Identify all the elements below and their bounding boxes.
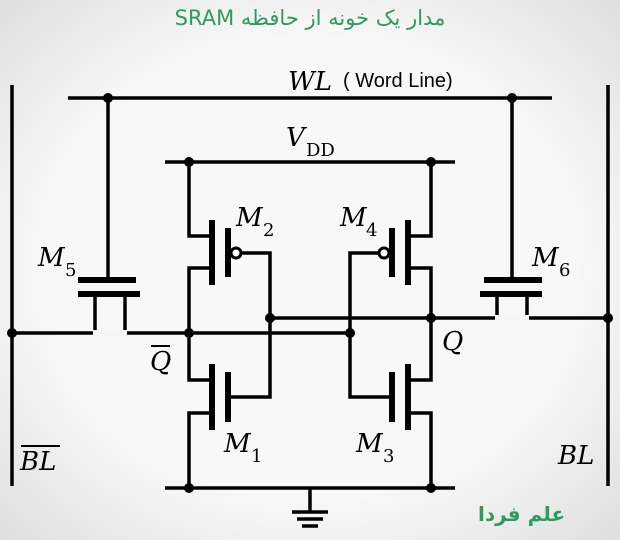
wl-label: WL [288, 67, 332, 97]
m4-label: M [339, 203, 368, 233]
m2-label: M [235, 203, 264, 233]
m2-sub: 2 [263, 220, 274, 241]
q-label: Q [442, 327, 463, 357]
vdd-label: V [286, 123, 307, 153]
m6-sub: 6 [559, 260, 570, 281]
diagram-title: مدار یک خونه از حافظه SRAM [174, 6, 446, 30]
vdd-sub: DD [306, 140, 335, 161]
transistor-m5 [78, 98, 140, 333]
junction-dots [7, 93, 613, 493]
ground-icon [292, 488, 328, 528]
bl-label: BL [557, 441, 594, 471]
m6-label: M [531, 243, 560, 273]
m1-label: M [223, 429, 252, 459]
transistor-m2 [187, 162, 272, 399]
qbar-label: Q [150, 347, 171, 377]
logo: علم فردا [478, 502, 566, 526]
transistor-m3 [389, 364, 433, 488]
transistor-m6 [480, 98, 542, 318]
m4-sub: 4 [366, 220, 377, 241]
m5-sub: 5 [65, 260, 76, 281]
m3-sub: 3 [383, 446, 394, 467]
blbar-label: BL [19, 447, 56, 477]
wl-note: ( Word Line) [343, 70, 453, 92]
m5-label: M [37, 243, 66, 273]
transistor-m4 [348, 162, 433, 399]
m1-sub: 1 [251, 446, 262, 467]
transistor-m1 [187, 364, 231, 488]
m3-label: M [355, 429, 384, 459]
